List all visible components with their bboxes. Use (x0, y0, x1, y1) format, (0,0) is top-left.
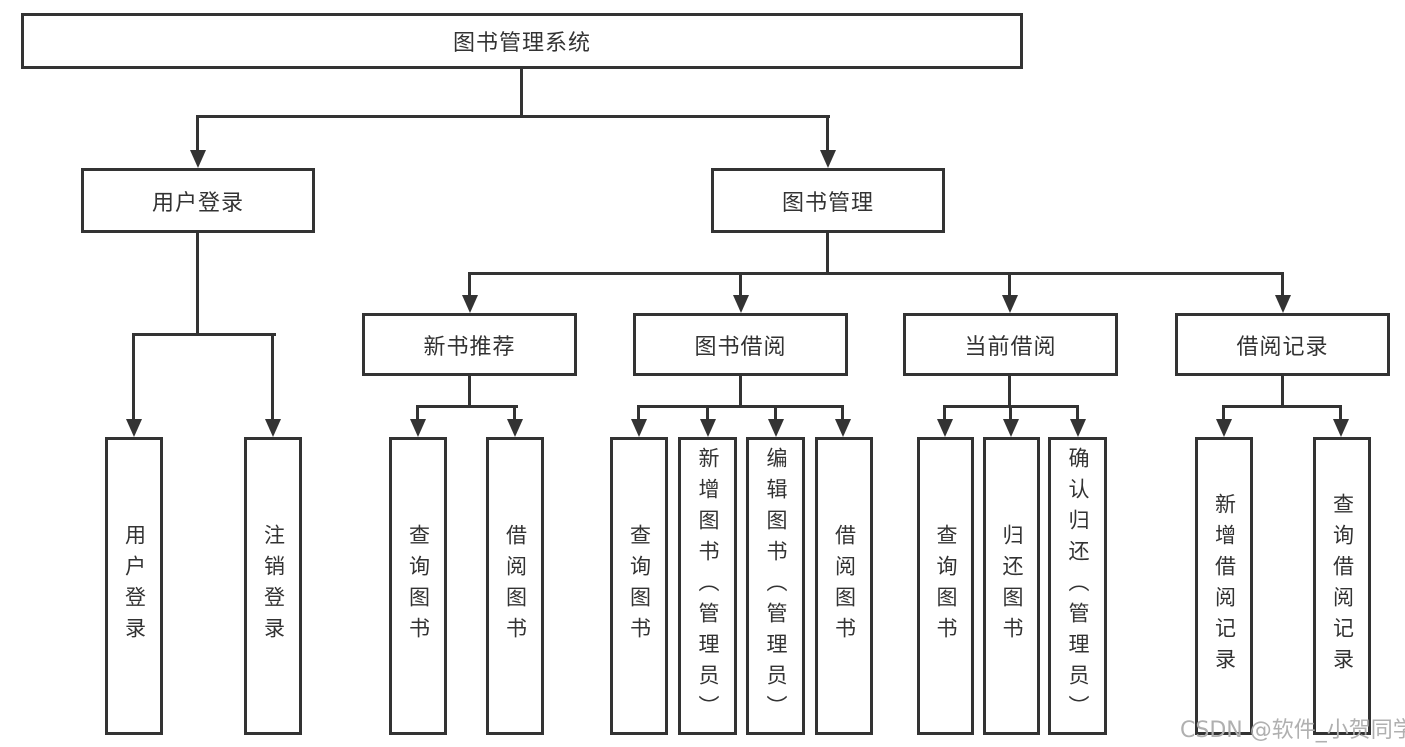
connector-line (468, 272, 1284, 275)
connector-line (1222, 405, 1225, 421)
arrow-down-icon (835, 419, 851, 437)
leaf-add-borrow-record-label: 新增借阅记录 (1212, 493, 1237, 679)
leaf-user-login-label: 用户登录 (122, 524, 147, 648)
connector-line (1009, 405, 1012, 421)
node-user-login: 用户登录 (81, 168, 315, 233)
arrow-down-icon (1003, 419, 1019, 437)
connector-line (196, 233, 199, 336)
arrow-down-icon (410, 419, 426, 437)
connector-line (1222, 405, 1342, 408)
leaf-return-books-label: 归还图书 (1000, 524, 1024, 648)
connector-line (271, 333, 274, 421)
leaf-add-book-admin-label: 新增图书（管理员） (696, 446, 720, 726)
arrow-down-icon (1333, 419, 1349, 437)
connector-line (132, 333, 135, 421)
leaf-query-books-current-label: 查询图书 (934, 524, 958, 648)
connector-line (468, 272, 471, 297)
connector-line (132, 333, 276, 336)
connector-line (468, 373, 471, 407)
leaf-user-login: 用户登录 (105, 437, 163, 735)
leaf-add-borrow-record: 新增借阅记录 (1195, 437, 1253, 735)
leaf-borrow-books-label: 借阅图书 (832, 524, 857, 648)
arrow-down-icon (1002, 295, 1018, 313)
connector-line (841, 405, 844, 421)
arrow-down-icon (937, 419, 953, 437)
connector-line (826, 115, 829, 153)
leaf-query-books-borrow: 查询图书 (610, 437, 668, 735)
connector-line (1008, 272, 1011, 297)
leaf-borrow-books: 借阅图书 (815, 437, 873, 735)
node-root-label: 图书管理系统 (452, 31, 591, 56)
connector-line (1339, 405, 1342, 421)
arrow-down-icon (631, 419, 647, 437)
leaf-query-books-recommend-label: 查询图书 (406, 524, 431, 648)
node-new-book-recommend: 新书推荐 (362, 313, 577, 376)
leaf-borrow-books-recommend-label: 借阅图书 (503, 524, 528, 648)
leaf-query-borrow-record: 查询借阅记录 (1313, 437, 1371, 735)
leaf-query-books-current: 查询图书 (917, 437, 974, 735)
leaf-return-books: 归还图书 (983, 437, 1040, 735)
connector-line (1008, 373, 1011, 407)
connector-line (943, 405, 946, 421)
connector-line (739, 373, 742, 407)
leaf-edit-book-admin-label: 编辑图书（管理员） (764, 446, 788, 726)
connector-line (196, 115, 199, 153)
arrow-down-icon (733, 295, 749, 313)
node-new-book-recommend-label: 新书推荐 (423, 334, 516, 360)
arrow-down-icon (1070, 419, 1086, 437)
connector-line (513, 405, 516, 421)
connector-line (520, 66, 523, 118)
arrow-down-icon (1216, 419, 1232, 437)
leaf-confirm-return-admin: 确认归还（管理员） (1048, 437, 1107, 735)
connector-line (774, 405, 777, 421)
node-root: 图书管理系统 (21, 13, 1023, 69)
arrow-down-icon (462, 295, 478, 313)
arrow-down-icon (700, 419, 716, 437)
leaf-add-book-admin: 新增图书（管理员） (678, 437, 737, 735)
leaf-borrow-books-recommend: 借阅图书 (486, 437, 544, 735)
arrow-down-icon (1275, 295, 1291, 313)
leaf-confirm-return-admin-label: 确认归还（管理员） (1066, 446, 1090, 726)
connector-line (826, 233, 829, 275)
node-borrow-records-label: 借阅记录 (1236, 334, 1329, 360)
node-current-borrow-label: 当前借阅 (964, 334, 1057, 360)
node-book-management-label: 图书管理 (781, 190, 874, 216)
node-book-management: 图书管理 (711, 168, 945, 233)
node-current-borrow: 当前借阅 (903, 313, 1118, 376)
connector-line (739, 272, 742, 297)
leaf-logout-label: 注销登录 (261, 524, 286, 648)
arrow-down-icon (507, 419, 523, 437)
connector-line (706, 405, 709, 421)
connector-line (416, 405, 419, 421)
connector-line (1281, 272, 1284, 297)
node-user-login-label: 用户登录 (151, 190, 244, 216)
connector-line (416, 405, 518, 408)
arrow-down-icon (265, 419, 281, 437)
connector-line (637, 405, 640, 421)
leaf-logout: 注销登录 (244, 437, 302, 735)
leaf-query-books-recommend: 查询图书 (389, 437, 447, 735)
leaf-query-books-borrow-label: 查询图书 (627, 524, 652, 648)
node-book-borrow: 图书借阅 (633, 313, 848, 376)
connector-line (1281, 373, 1284, 407)
node-borrow-records: 借阅记录 (1175, 313, 1390, 376)
node-book-borrow-label: 图书借阅 (694, 334, 787, 360)
connector-line (1076, 405, 1079, 421)
arrow-down-icon (190, 150, 206, 168)
connector-line (637, 405, 844, 408)
csdn-watermark: CSDN @软件_小贺同学 (1180, 718, 1405, 743)
leaf-query-borrow-record-label: 查询借阅记录 (1330, 493, 1355, 679)
arrow-down-icon (126, 419, 142, 437)
arrow-down-icon (820, 150, 836, 168)
arrow-down-icon (768, 419, 784, 437)
connector-line (196, 115, 830, 118)
leaf-edit-book-admin: 编辑图书（管理员） (746, 437, 805, 735)
